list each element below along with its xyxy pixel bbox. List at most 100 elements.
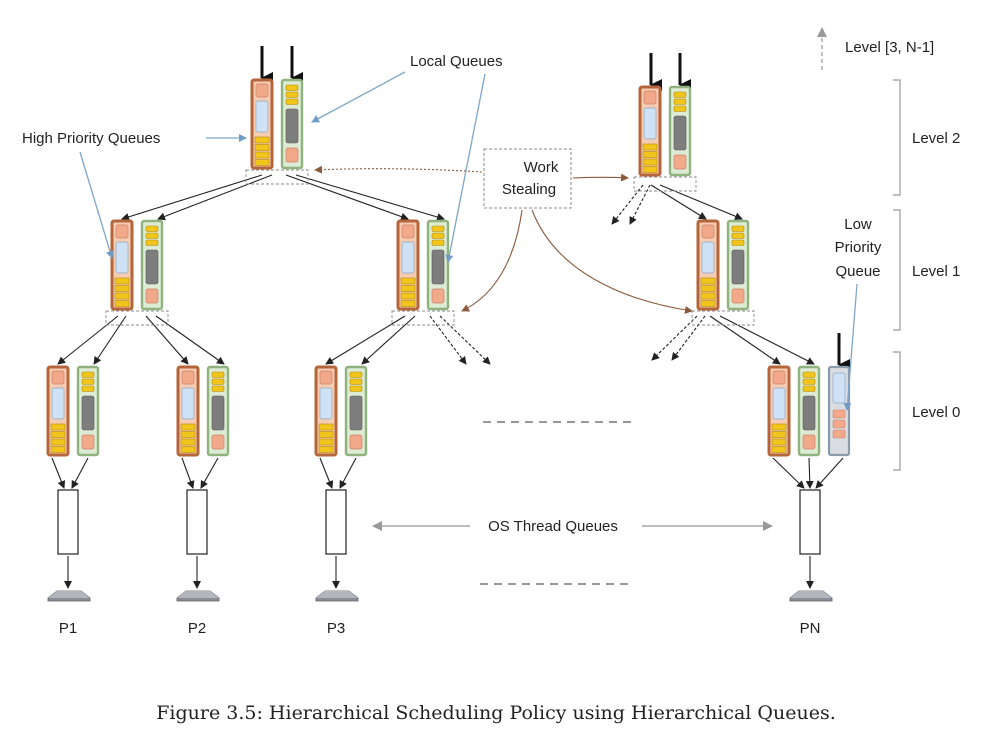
level1-c-high-priority — [696, 219, 720, 311]
queue-task-block — [832, 372, 846, 404]
queue-task-block — [701, 241, 715, 274]
stealing-target-box — [105, 310, 169, 326]
queue-task-block — [285, 147, 299, 163]
edge-arrow — [659, 184, 743, 221]
local-queues-label: Local Queues — [410, 53, 503, 70]
processor-label-p3: P3 — [327, 620, 345, 637]
edge-arrow — [200, 457, 219, 489]
queue-task-block — [802, 371, 816, 378]
queue-task-block — [115, 241, 129, 274]
queue-task-block — [401, 224, 415, 239]
queue-task-block — [673, 98, 687, 105]
queue-task-block — [700, 285, 716, 292]
queue-task-block — [643, 107, 657, 140]
processor-label-pn: PN — [800, 620, 821, 637]
level0-p3-high-priority — [314, 365, 338, 457]
dashed-edge-arrow — [651, 315, 698, 361]
processor-label-p2: P2 — [188, 620, 206, 637]
dashed-edge-arrow — [429, 315, 467, 365]
local-queues-pointer-b — [445, 73, 486, 263]
queue-task-block — [114, 300, 130, 307]
queue-task-block — [145, 232, 159, 239]
level1-a-local — [140, 219, 164, 311]
os-thread-queue-pn — [799, 489, 821, 555]
queue-task-block — [81, 385, 95, 392]
work-stealing-box — [483, 148, 572, 209]
level1-b-local — [426, 219, 450, 311]
queue-task-block — [642, 158, 658, 166]
queue-task-block — [431, 288, 445, 304]
level2-right-local — [668, 85, 692, 177]
stealing-arrow-level1-right — [531, 209, 693, 314]
queue-task-block — [349, 378, 363, 385]
processor-label-p1: P1 — [59, 620, 77, 637]
queue-task-block — [772, 370, 786, 385]
queue-task-block — [700, 292, 716, 300]
queue-task-block — [673, 115, 687, 151]
edges-layer — [51, 46, 850, 589]
queue-task-block — [349, 434, 363, 450]
level0-p2-local — [206, 365, 230, 457]
edge-arrow — [157, 174, 273, 221]
queue-task-block — [673, 154, 687, 170]
high-priority-queues-label: High Priority Queues — [22, 130, 160, 147]
os-thread-queues-label: OS Thread Queues — [488, 518, 618, 535]
edge-arrow — [57, 315, 119, 365]
level-label-1: Level 1 — [912, 263, 960, 280]
queue-task-block — [832, 429, 846, 439]
queue-task-block — [731, 232, 745, 239]
queue-task-block — [802, 385, 816, 392]
processor-p3-top — [316, 591, 358, 598]
level0-p2-high-priority — [176, 365, 200, 457]
queue-task-block — [701, 224, 715, 239]
dashed-edge-arrow — [439, 315, 491, 365]
queue-task-block — [51, 370, 65, 385]
edge-arrow — [339, 457, 357, 489]
level1-b-high-priority — [396, 219, 420, 311]
queue-task-block — [180, 431, 196, 438]
queue-task-block — [51, 387, 65, 420]
queue-task-block — [731, 288, 745, 304]
edge-arrow — [709, 315, 781, 365]
queue-task-block — [319, 387, 333, 420]
processor-p2-top — [177, 591, 219, 598]
queue-task-block — [181, 370, 195, 385]
queue-task-block — [318, 423, 334, 431]
edge-arrow — [145, 315, 189, 365]
queue-task-block — [145, 239, 159, 246]
queue-task-block — [319, 370, 333, 385]
queue-task-block — [115, 224, 129, 239]
queue-task-block — [285, 108, 299, 144]
queue-task-block — [642, 143, 658, 151]
queue-task-block — [401, 241, 415, 274]
queues-layer — [46, 78, 851, 602]
work-stealing-line2: Stealing — [502, 181, 556, 198]
processor-pn-top — [790, 591, 832, 598]
queue-task-block — [145, 249, 159, 285]
local-queues-pointer-a — [311, 71, 406, 123]
queue-task-block — [318, 431, 334, 438]
queue-task-block — [832, 419, 846, 429]
dashed-edge-arrow — [671, 315, 706, 361]
queue-task-block — [181, 387, 195, 420]
os-thread-queue-p1 — [57, 489, 79, 555]
level-label-0: Level 0 — [912, 404, 960, 421]
figure-caption: Figure 3.5: Hierarchical Scheduling Poli… — [156, 702, 836, 724]
queue-task-block — [349, 385, 363, 392]
queue-task-block — [731, 225, 745, 232]
queue-task-block — [211, 371, 225, 378]
queue-task-block — [771, 431, 787, 438]
queue-task-block — [255, 83, 269, 98]
queue-task-block — [431, 249, 445, 285]
queue-task-block — [731, 249, 745, 285]
level1-a-high-priority — [110, 219, 134, 311]
edge-arrow — [361, 315, 416, 365]
queue-task-block — [400, 277, 416, 285]
edge-arrow — [772, 457, 805, 489]
queue-task-block — [802, 434, 816, 450]
queue-task-block — [114, 285, 130, 292]
edge-arrow — [121, 174, 263, 221]
work-stealing-line1: Work — [524, 159, 559, 176]
queue-task-block — [771, 423, 787, 431]
edge-arrow — [325, 315, 406, 365]
